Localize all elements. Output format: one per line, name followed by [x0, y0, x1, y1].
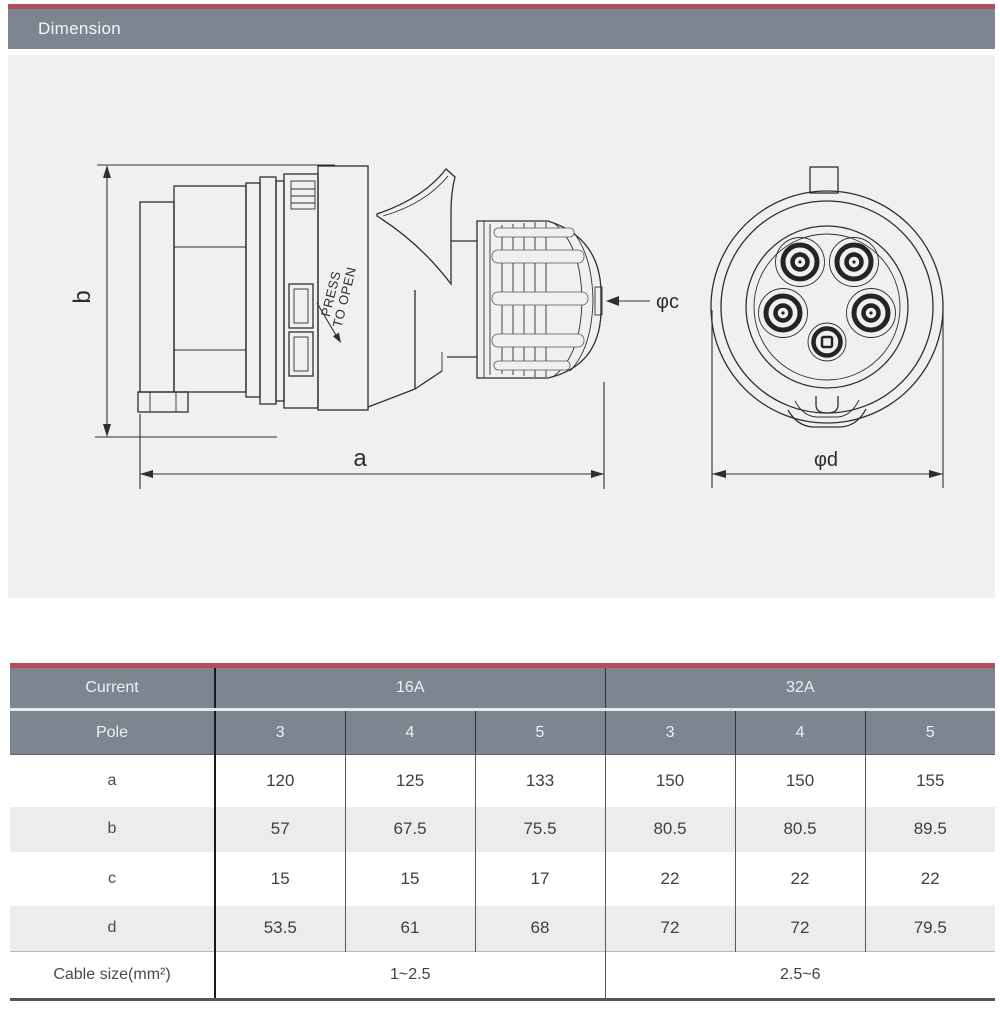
current-header-row: Current 16A 32A — [10, 665, 996, 711]
cable-size-32a: 2.5~6 — [605, 951, 996, 1000]
cable-gland — [476, 220, 603, 379]
title-bar: Dimension — [8, 4, 995, 49]
spec-table: Current 16A 32A Pole 3 4 5 3 4 5 a 120 1… — [10, 663, 996, 1001]
group-16a-cell: 16A — [215, 665, 606, 711]
pole-32a-3: 3 — [605, 709, 736, 755]
table-row-a: a 120 125 133 150 150 155 — [10, 754, 995, 807]
pin-contacts — [758, 237, 896, 362]
table-row-d: d 53.5 61 68 72 72 79.5 — [10, 905, 996, 952]
cable-size-16a: 1~2.5 — [215, 951, 606, 1000]
side-view: b — [69, 164, 679, 489]
drawing-panel: b — [8, 55, 995, 598]
current-header-cell: Current — [10, 665, 216, 711]
table-row-cable-size: Cable size(mm²) 1~2.5 2.5~6 — [10, 951, 996, 1000]
pole-16a-4: 4 — [345, 709, 476, 755]
pole-32a-5: 5 — [865, 709, 996, 755]
dim-label-b: b — [69, 290, 96, 303]
press-arrow — [316, 302, 338, 338]
dim-label-phi-d: φd — [814, 449, 838, 471]
ground-pin — [807, 322, 847, 362]
front-view: φd — [710, 166, 944, 488]
dimension-drawing: b — [69, 164, 944, 489]
cable-size-label: Cable size(mm²) — [10, 951, 216, 1000]
dim-label-a: a — [353, 445, 367, 472]
dim-label-phi-c: φc — [656, 291, 679, 313]
pole-16a-5: 5 — [475, 709, 606, 755]
pole-header-cell: Pole — [10, 709, 216, 755]
pole-header-row: Pole 3 4 5 3 4 5 — [10, 709, 996, 755]
table-row-b: b 57 67.5 75.5 80.5 80.5 89.5 — [10, 806, 996, 852]
pole-32a-4: 4 — [735, 709, 866, 755]
table-row-c: c 15 15 17 22 22 22 — [10, 851, 995, 906]
pole-16a-3: 3 — [215, 709, 346, 755]
section-title: Dimension — [38, 19, 122, 38]
press-to-open-label: PRESS TO OPEN — [318, 265, 359, 329]
group-32a-cell: 32A — [605, 665, 996, 711]
